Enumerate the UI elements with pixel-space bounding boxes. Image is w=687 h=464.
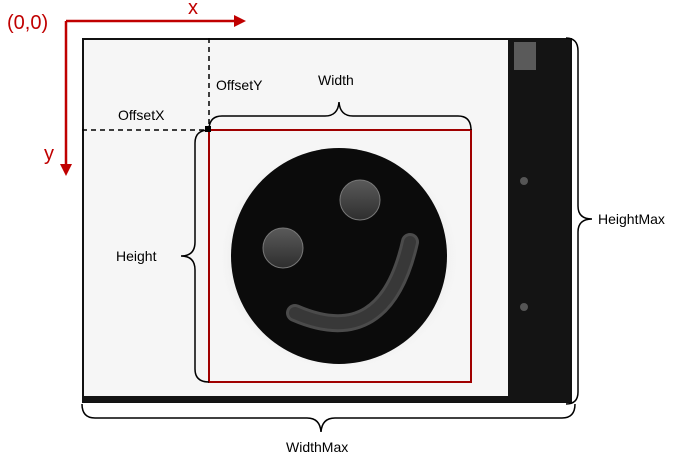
x-axis-arrowhead — [234, 15, 246, 27]
origin-label: (0,0) — [7, 12, 48, 34]
x-axis-label: x — [188, 0, 198, 19]
offset-guides — [82, 38, 211, 132]
smiley-mouth-inner — [289, 236, 416, 330]
width-label: Width — [318, 72, 354, 88]
smiley-eye-right — [339, 179, 381, 221]
y-axis-label: y — [44, 143, 54, 165]
height-max-brace — [565, 37, 593, 405]
sensor-image — [82, 38, 572, 403]
camera-housing — [84, 40, 570, 402]
width-max-brace — [81, 403, 576, 433]
housing-screw-bottom — [520, 303, 528, 311]
y-axis-arrowhead — [60, 164, 72, 176]
width-max-label: WidthMax — [286, 439, 348, 455]
housing-bracket — [514, 42, 536, 70]
roi-rectangle — [208, 129, 472, 383]
height-label: Height — [116, 248, 157, 264]
target-disc — [231, 148, 447, 364]
axes — [60, 15, 246, 176]
width-brace — [208, 101, 472, 131]
housing-screw-top — [520, 177, 528, 185]
height-max-label: HeightMax — [598, 211, 665, 227]
braces — [81, 37, 593, 433]
roi-origin-marker — [205, 126, 211, 132]
height-brace — [180, 129, 210, 383]
offset-y-label: OffsetY — [216, 77, 263, 93]
offset-x-label: OffsetX — [118, 107, 165, 123]
smiley-eye-left — [262, 227, 304, 269]
